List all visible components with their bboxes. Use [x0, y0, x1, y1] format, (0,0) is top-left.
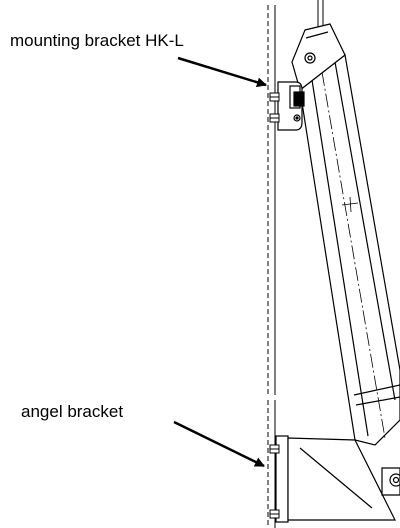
- actuator-top-cap: [291, 23, 346, 92]
- mounting-bracket-label: mounting bracket HK-L: [10, 31, 184, 50]
- angle-bracket-arrow: [173, 420, 265, 468]
- lower-screws: [269, 444, 280, 519]
- angle-bracket-label: angel bracket: [21, 402, 124, 421]
- upper-screws: [269, 92, 280, 123]
- mounting-bracket-arrow: [177, 56, 267, 88]
- wall-line: [267, 5, 276, 528]
- cable: [317, 0, 324, 28]
- actuator-cylinder: [299, 53, 400, 446]
- angle-bracket: [275, 435, 400, 523]
- mounting-bracket-hk-l: [277, 81, 305, 131]
